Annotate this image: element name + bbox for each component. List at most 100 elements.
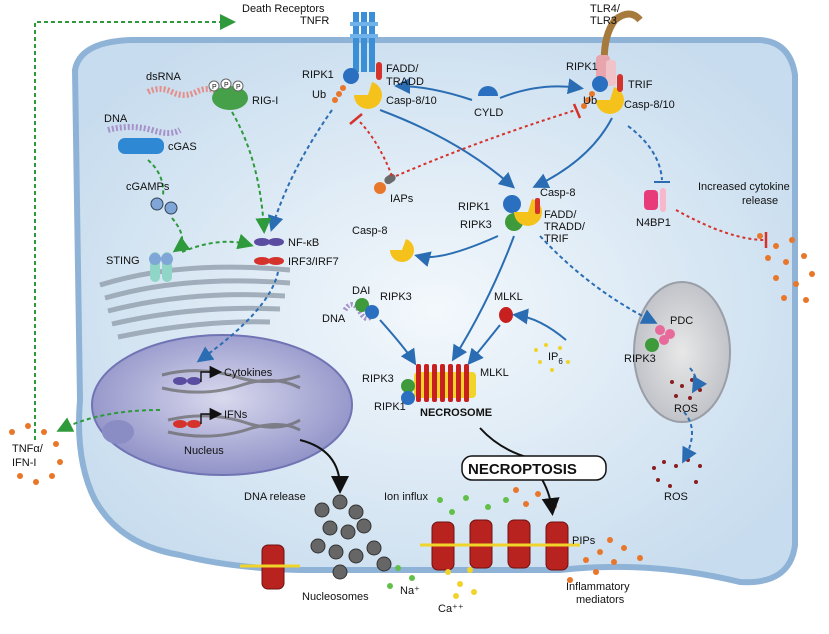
mlkl-free-icon (499, 307, 513, 323)
dna-top-label: DNA (104, 113, 128, 125)
dai-label: DAI (352, 285, 370, 297)
dsrna-icon (146, 86, 220, 98)
p-label-3: P (236, 84, 241, 91)
inflammatory-label-2: mediators (576, 594, 625, 606)
cgas-icon (118, 138, 164, 154)
tnfr-receptor-icon (350, 12, 378, 72)
n4bp1-label: N4BP1 (636, 217, 671, 229)
n4bp1-icon (644, 188, 666, 212)
chromatin (161, 369, 301, 438)
ion-dots (387, 495, 509, 589)
inhibition-bars (349, 103, 768, 248)
cytokines-label: Cytokines (224, 367, 273, 379)
ip6-dots (534, 343, 570, 372)
ros-out-dots (652, 458, 702, 488)
ripk3-necro-label: RIPK3 (362, 373, 394, 385)
death-receptors-label: Death Receptors (242, 3, 325, 15)
sting-label: STING (106, 255, 140, 267)
casp810-right-label: Casp-8/10 (624, 99, 675, 111)
casp810-left-label: Casp-8/10 (386, 95, 437, 107)
phosphate-icons (208, 78, 244, 92)
ripoptosome-icon (503, 195, 542, 231)
cyld-label: CYLD (474, 107, 503, 119)
casp810-left-icon (354, 82, 382, 109)
green-arrows (34, 14, 272, 440)
tnfa-label-1: TNFα/ (12, 443, 44, 455)
ros-mito-label: ROS (674, 403, 698, 415)
fadd-left-label: FADD/ (386, 63, 419, 75)
nucleus-body (91, 334, 353, 476)
inflammatory-label-1: Inflammatory (566, 581, 630, 593)
ip6-label: IP6 (548, 351, 563, 366)
cytokines-gene-arrow (200, 365, 223, 382)
ub-left-label: Ub (312, 89, 326, 101)
dashed-blue-arrows (196, 109, 708, 464)
ub-left-icon (332, 85, 346, 103)
ion-influx-label: Ion influx (384, 491, 429, 503)
tradd-left-label: TRADD (386, 76, 424, 88)
nfkb-icon (254, 238, 284, 246)
nucleus-lobe (102, 420, 134, 444)
irf-label: IRF3/IRF7 (288, 256, 339, 268)
dai-icon (342, 298, 379, 321)
ca-label: Ca⁺⁺ (438, 603, 464, 615)
ripk3-mito-icon (645, 338, 659, 352)
ripk1-complex-label: RIPK1 (458, 201, 490, 213)
pdc-icon (655, 325, 675, 345)
tlr-label-2: TLR3 (590, 15, 617, 27)
cgamps-label: cGAMPs (126, 181, 170, 193)
necroptosis-box (461, 455, 607, 481)
nfkb-label: NF-κB (288, 237, 319, 249)
necrosome-label: NECROSOME (420, 407, 492, 419)
dna-dai-label: DNA (322, 313, 346, 325)
tnfa-dots (9, 423, 63, 485)
trif-right-icon (617, 74, 623, 92)
ripk1-left-label: RIPK1 (302, 69, 334, 81)
casp8-complex-label: Casp-8 (540, 187, 575, 199)
tlr-label: TLR4/ (590, 3, 621, 15)
necrosome-icon (401, 364, 476, 405)
fadd-complex-label-2: TRADD/ (544, 221, 586, 233)
cgas-label: cGAS (168, 141, 197, 153)
iaps-label: IAPs (390, 193, 414, 205)
iaps-icon (374, 173, 396, 194)
sting-icon (149, 252, 173, 282)
nucleosomes-label: Nucleosomes (302, 591, 369, 603)
irf-icon (254, 257, 284, 265)
ripk1-right-label: RIPK1 (566, 61, 598, 73)
ripk1-necro-label: RIPK1 (374, 401, 406, 413)
tnfr-label: TNFR (300, 15, 329, 27)
trif-right-label: TRIF (628, 79, 653, 91)
mitochondrion (633, 281, 731, 423)
pips-label: PIPs (572, 535, 596, 547)
ub-right-icon (581, 91, 595, 109)
pdc-label: PDC (670, 315, 693, 327)
tf-nuclear-icons (173, 377, 201, 428)
increased-cytokine-label-1: Increased cytokine (698, 181, 790, 193)
membrane-pores (240, 519, 580, 590)
casp8-free-icon (390, 239, 414, 262)
ripk3-dai-label: RIPK3 (380, 291, 412, 303)
na-label: Na⁺ (400, 585, 420, 597)
rigi-label: RIG-I (252, 95, 278, 107)
p-label-1: P (212, 84, 217, 91)
dsrna-label: dsRNA (146, 71, 182, 83)
necroptosis-label: NECROPTOSIS (468, 461, 577, 478)
activation-arrows (379, 78, 613, 366)
nucleosomes-icon (310, 494, 392, 580)
mlkl-free-label: MLKL (494, 291, 523, 303)
ub-right-label: Ub (583, 95, 597, 107)
mediator-dots (513, 487, 643, 583)
casp810-right-icon (596, 87, 624, 114)
inhibition-lines (357, 109, 766, 241)
increased-cytokine-label-2: release (742, 195, 778, 207)
ifns-label: IFNs (224, 409, 248, 421)
endoplasmic-reticulum (99, 264, 291, 340)
nucleus-label: Nucleus (184, 445, 224, 457)
ripk3-complex-label: RIPK3 (460, 219, 492, 231)
rig-i-icon (212, 86, 248, 110)
ripk3-mito-label: RIPK3 (624, 353, 656, 365)
mlkl-necro-label: MLKL (480, 367, 509, 379)
